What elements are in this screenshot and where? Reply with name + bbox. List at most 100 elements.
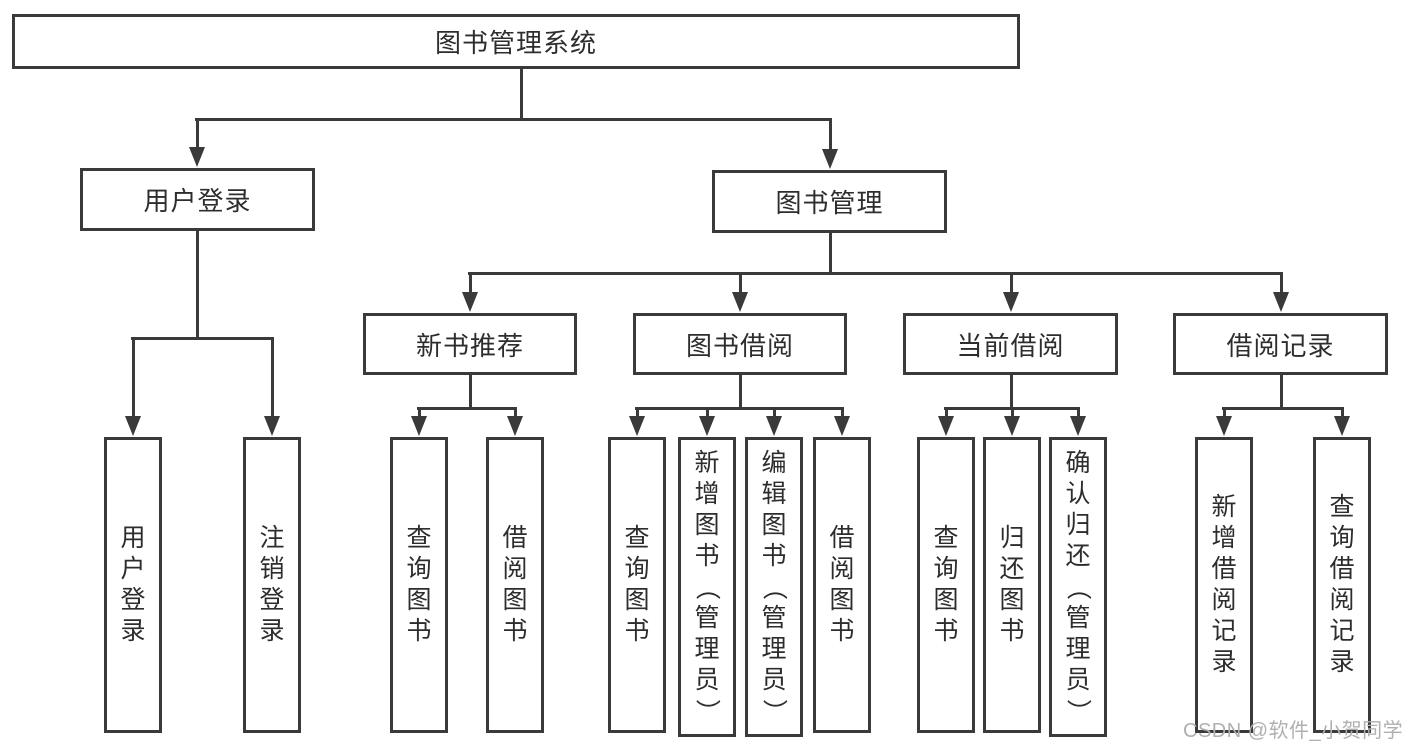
- vertical-char: 编: [761, 448, 787, 477]
- leaf-borrow-books: 借阅图书: [813, 437, 871, 733]
- vertical-char: 书: [829, 617, 855, 645]
- leaf-borrow-books-recommend: 借阅图书: [486, 437, 544, 733]
- connector-line: [132, 337, 135, 418]
- connector-line: [945, 407, 948, 418]
- arrowhead-icon: [938, 416, 954, 436]
- vertical-char: 辑: [761, 479, 787, 508]
- leaf-confirm-return-admin-label: 确认归还（管理员）: [1064, 448, 1093, 727]
- connector-line: [739, 272, 742, 294]
- connector-line: [469, 375, 472, 409]
- arrowhead-icon: [125, 416, 141, 436]
- connector-line: [469, 272, 472, 294]
- vertical-char: 图: [761, 510, 787, 539]
- connector-line: [841, 407, 844, 418]
- connector-line: [196, 118, 199, 149]
- vertical-char: 录: [1329, 648, 1355, 676]
- node-book-borrow-label: 图书借阅: [685, 330, 794, 361]
- vertical-char: 书: [761, 541, 787, 570]
- arrowhead-icon: [699, 416, 715, 436]
- connector-line: [1223, 407, 1226, 418]
- leaf-query-books-recommend: 查询图书: [390, 437, 448, 733]
- leaf-logout: 注销登录: [243, 437, 301, 733]
- connector-line: [271, 337, 274, 418]
- vertical-char: 图: [999, 586, 1025, 614]
- connector-line: [514, 407, 517, 418]
- connector-line: [635, 407, 844, 410]
- vertical-char: 图: [829, 586, 855, 614]
- connector-line: [1010, 375, 1013, 409]
- arrowhead-icon: [507, 416, 523, 436]
- vertical-char: 借: [502, 524, 528, 552]
- arrowhead-icon: [1004, 416, 1020, 436]
- connector-line: [196, 231, 199, 338]
- vertical-char: 书: [999, 617, 1025, 645]
- leaf-query-books-borrow-label: 查询图书: [624, 523, 649, 647]
- vertical-char: 增: [694, 479, 720, 508]
- vertical-char: 查: [406, 524, 432, 552]
- connector-line: [636, 407, 639, 418]
- vertical-char: 归: [999, 524, 1025, 552]
- node-user-login-label: 用户登录: [143, 186, 252, 216]
- vertical-char: 询: [933, 555, 959, 583]
- vertical-char: ）: [1064, 698, 1093, 724]
- vertical-char: （: [693, 574, 722, 600]
- connector-line: [1341, 407, 1344, 418]
- leaf-add-books-admin-label: 新增图书（管理员）: [693, 448, 722, 727]
- leaf-user-login: 用户登录: [104, 437, 162, 733]
- vertical-char: 询: [624, 555, 650, 583]
- leaf-query-books-borrow: 查询图书: [608, 437, 666, 733]
- connector-line: [468, 272, 1283, 275]
- node-current-borrow-label: 当前借阅: [956, 330, 1065, 361]
- vertical-char: 还: [1065, 541, 1091, 570]
- vertical-char: 图: [624, 586, 650, 614]
- vertical-char: 用: [120, 524, 146, 552]
- vertical-char: 员: [761, 665, 787, 694]
- vertical-char: 录: [259, 617, 285, 645]
- connector-line: [418, 407, 421, 418]
- arrowhead-icon: [1003, 292, 1019, 312]
- arrowhead-icon: [1070, 416, 1086, 436]
- arrowhead-icon: [1334, 416, 1350, 436]
- vertical-char: 销: [259, 555, 285, 583]
- vertical-char: 理: [1065, 634, 1091, 663]
- vertical-char: 员: [694, 665, 720, 694]
- leaf-query-borrow-record-label: 查询借阅记录: [1329, 492, 1354, 678]
- vertical-char: 认: [1065, 479, 1091, 508]
- node-root-label: 图书管理系统: [434, 28, 597, 58]
- connector-line: [739, 375, 742, 409]
- arrowhead-icon: [822, 149, 838, 169]
- vertical-char: 增: [1211, 524, 1237, 552]
- leaf-confirm-return-admin: 确认归还（管理员）: [1049, 437, 1107, 737]
- vertical-char: 询: [406, 555, 432, 583]
- connector-line: [1280, 272, 1283, 294]
- vertical-char: 阅: [829, 555, 855, 583]
- connector-line: [195, 118, 832, 121]
- vertical-char: 归: [1065, 510, 1091, 539]
- connector-line: [1222, 407, 1344, 410]
- node-new-book-recommend: 新书推荐: [363, 313, 577, 375]
- vertical-char: 登: [120, 586, 146, 614]
- vertical-char: 书: [694, 541, 720, 570]
- leaf-query-books-recommend-label: 查询图书: [406, 523, 431, 647]
- vertical-char: 记: [1211, 617, 1237, 645]
- vertical-char: ）: [693, 698, 722, 724]
- vertical-char: 阅: [1211, 586, 1237, 614]
- connector-line: [520, 69, 523, 118]
- arrowhead-icon: [411, 416, 427, 436]
- vertical-char: 书: [406, 617, 432, 645]
- node-book-management: 图书管理: [712, 170, 947, 233]
- vertical-char: 查: [933, 524, 959, 552]
- vertical-char: 录: [1211, 648, 1237, 676]
- arrowhead-icon: [629, 416, 645, 436]
- node-user-login: 用户登录: [80, 168, 315, 231]
- vertical-char: 阅: [502, 555, 528, 583]
- connector-line: [1010, 272, 1013, 294]
- leaf-query-books-current-label: 查询图书: [933, 523, 958, 647]
- vertical-char: 图: [694, 510, 720, 539]
- leaf-borrow-books-label: 借阅图书: [829, 523, 854, 647]
- vertical-char: 书: [624, 617, 650, 645]
- connector-line: [1077, 407, 1080, 418]
- connector-line: [1011, 407, 1014, 418]
- leaf-borrow-books-recommend-label: 借阅图书: [502, 523, 527, 647]
